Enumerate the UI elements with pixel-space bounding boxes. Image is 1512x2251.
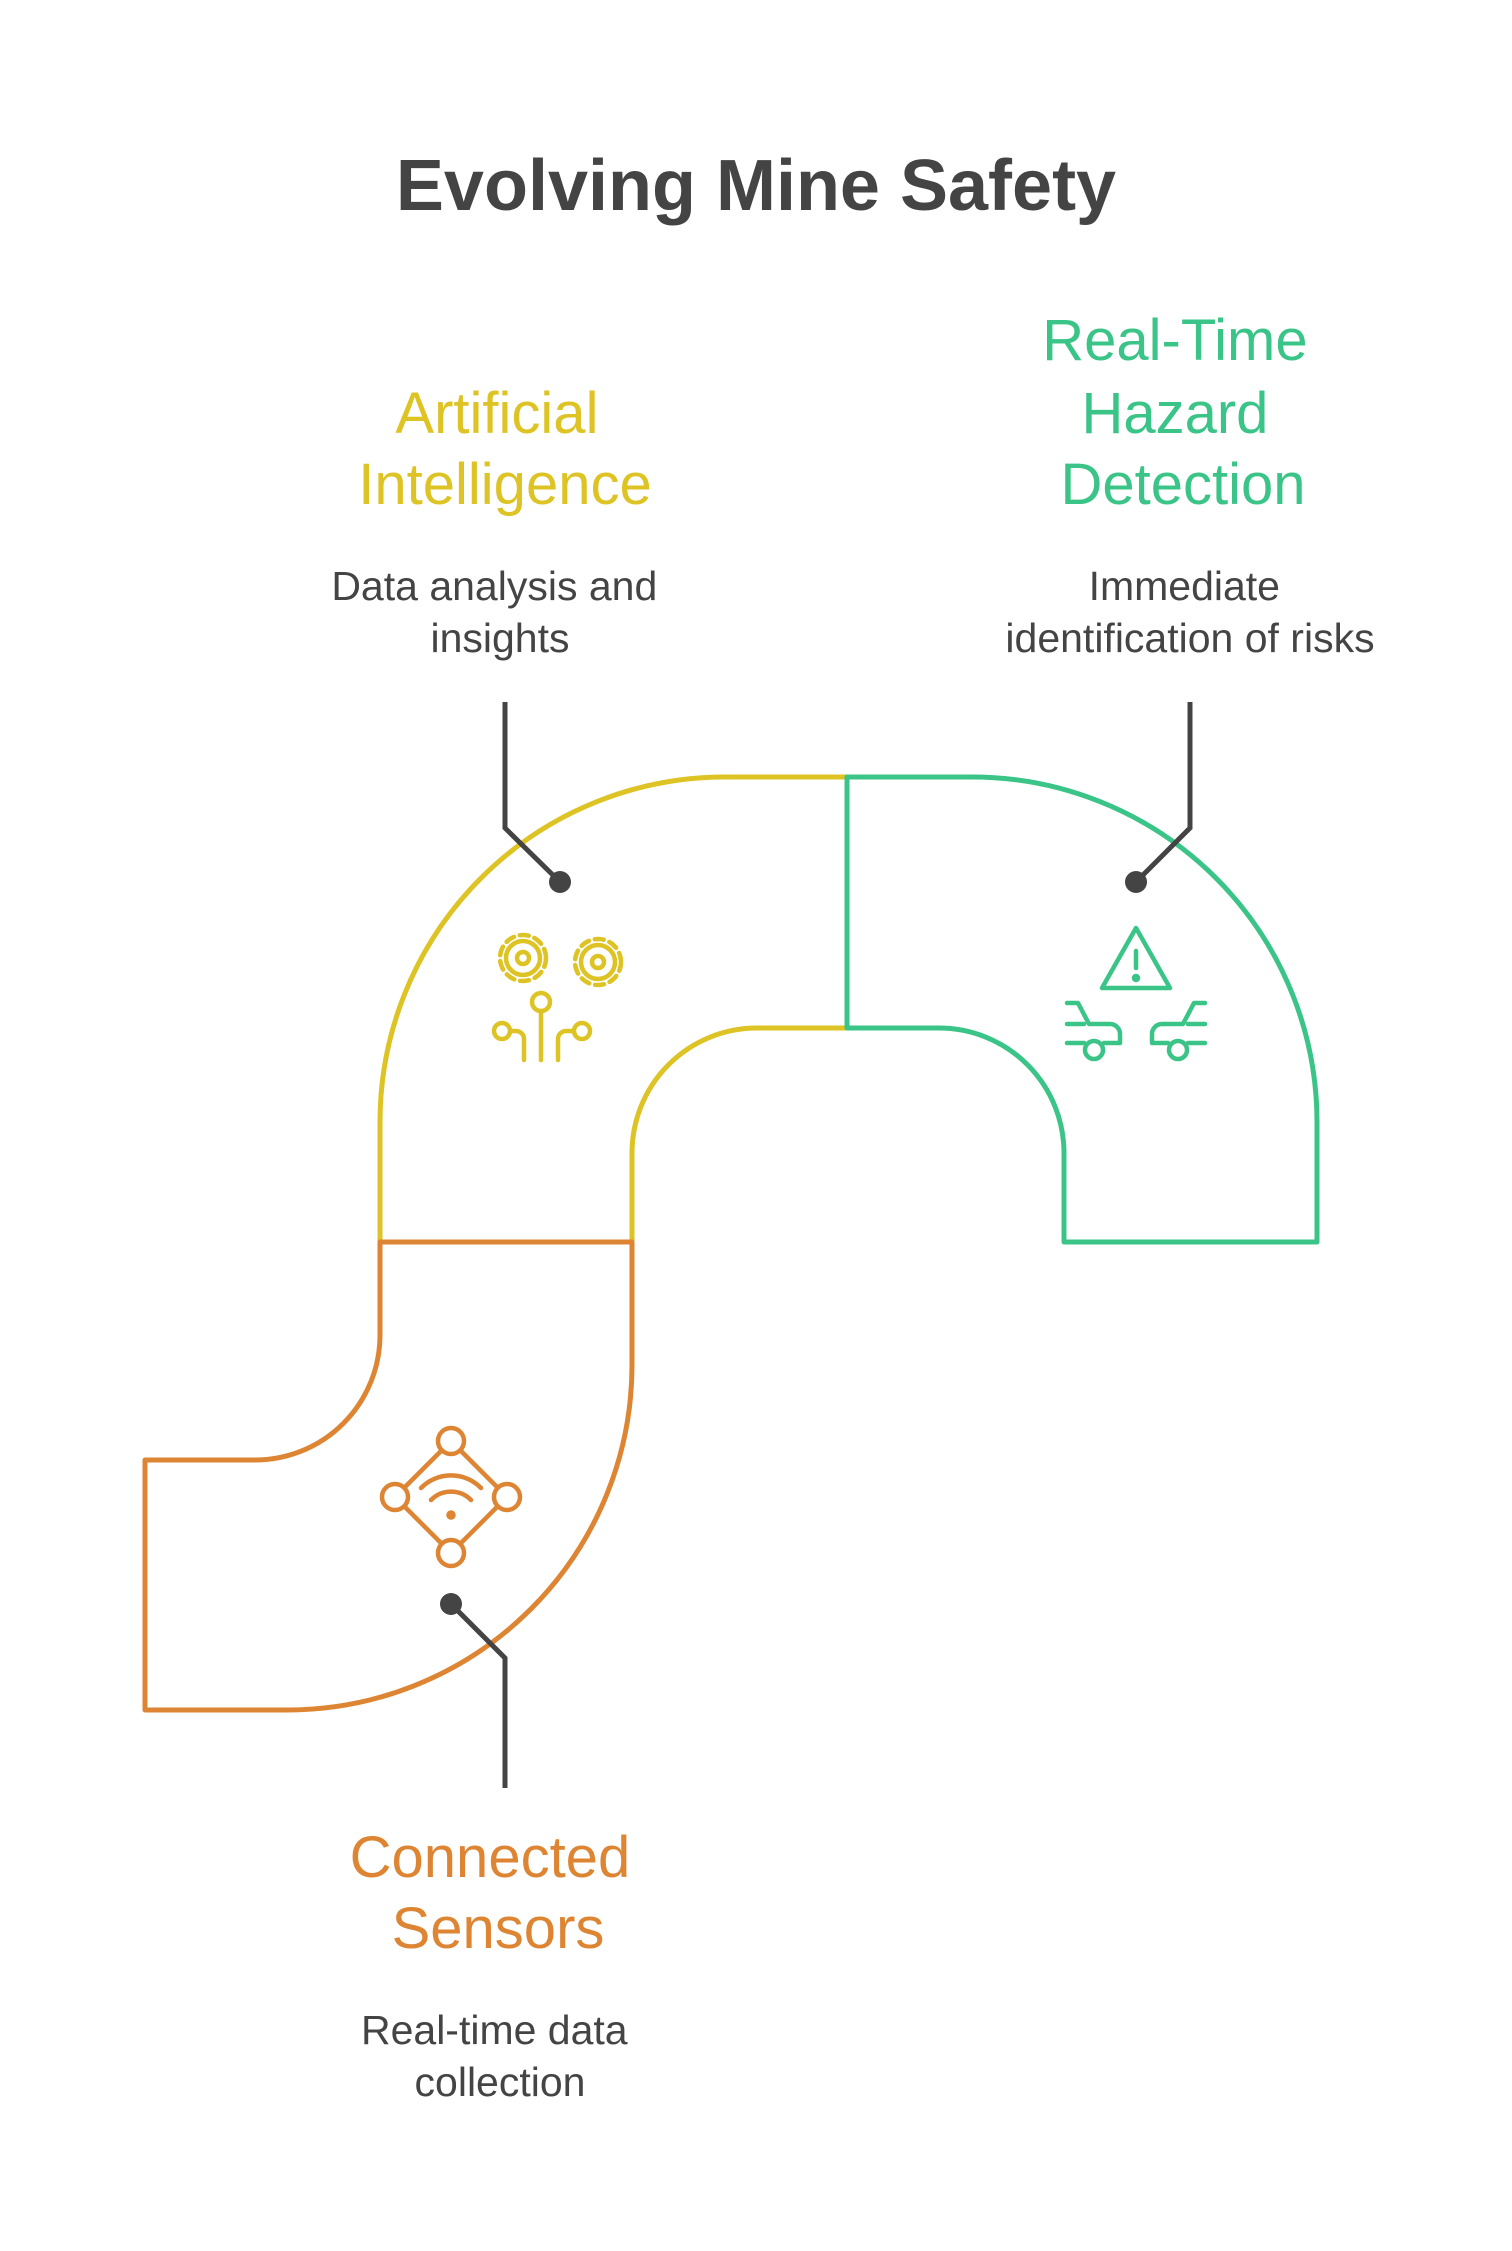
- stage-ai-desc-line-1: Data analysis and: [331, 563, 657, 609]
- car-left-icon: [1064, 1000, 1123, 1062]
- stage-hazard-desc-line-1: Immediate: [1089, 563, 1280, 609]
- stage-ai-desc-line-2: insights: [430, 615, 569, 661]
- warning-cars-icon: [1064, 925, 1208, 1062]
- connector-dot-sensors: [440, 1593, 462, 1615]
- stage-sensors-desc-line-2: collection: [415, 2059, 586, 2105]
- warning-triangle-icon: [1099, 925, 1173, 991]
- stage-sensors-desc-line-1: Real-time data: [361, 2007, 628, 2053]
- connector-hazard: [1125, 702, 1193, 893]
- pipe-segment-ai: [377, 774, 850, 1245]
- stage-hazard-label: Real-Time Hazard Detection Immediate ide…: [1005, 308, 1374, 661]
- gear-icon: [497, 932, 549, 984]
- stage-ai-title-line-2: Intelligence: [358, 452, 651, 517]
- stage-ai-title-line-1: Artificial: [395, 381, 598, 446]
- stage-sensors-title-line-2: Sensors: [392, 1896, 605, 1961]
- stage-hazard-description: Immediate identification of risks: [1005, 563, 1374, 661]
- stage-ai-description: Data analysis and insights: [331, 563, 668, 661]
- car-right-icon: [1149, 1000, 1208, 1062]
- stage-hazard-title-line-1: Real-Time: [1042, 308, 1307, 373]
- stage-sensors-title-line-1: Connected: [350, 1825, 631, 1890]
- gears-circuit-icon: [491, 932, 624, 1063]
- stage-hazard-title: Real-Time Hazard Detection: [1042, 308, 1323, 517]
- connector-ai: [502, 702, 571, 893]
- page-title: Evolving Mine Safety: [396, 146, 1116, 226]
- stage-hazard-title-line-2: Hazard: [1081, 381, 1268, 446]
- connector-dot-ai: [549, 871, 571, 893]
- stage-ai-label: Artificial Intelligence Data analysis an…: [331, 381, 668, 661]
- connector-dot-hazard: [1125, 871, 1147, 893]
- stage-sensors-title: Connected Sensors: [350, 1825, 647, 1961]
- pipe-segment-hazard: [844, 774, 1320, 1245]
- wifi-icon: [418, 1473, 484, 1520]
- wifi-network-icon: [379, 1425, 523, 1569]
- stage-hazard-title-line-3: Detection: [1060, 452, 1305, 517]
- stage-hazard-desc-line-2: identification of risks: [1005, 615, 1374, 661]
- circuit-icon: [491, 990, 593, 1063]
- connector-sensors: [440, 1593, 508, 1788]
- stage-ai-title: Artificial Intelligence: [358, 381, 651, 517]
- stage-sensors-label: Connected Sensors Real-time data collect…: [350, 1825, 647, 2105]
- gear-icon-2: [572, 936, 624, 988]
- stage-sensors-description: Real-time data collection: [361, 2007, 639, 2105]
- pipe-segment-sensors: [142, 1239, 635, 1713]
